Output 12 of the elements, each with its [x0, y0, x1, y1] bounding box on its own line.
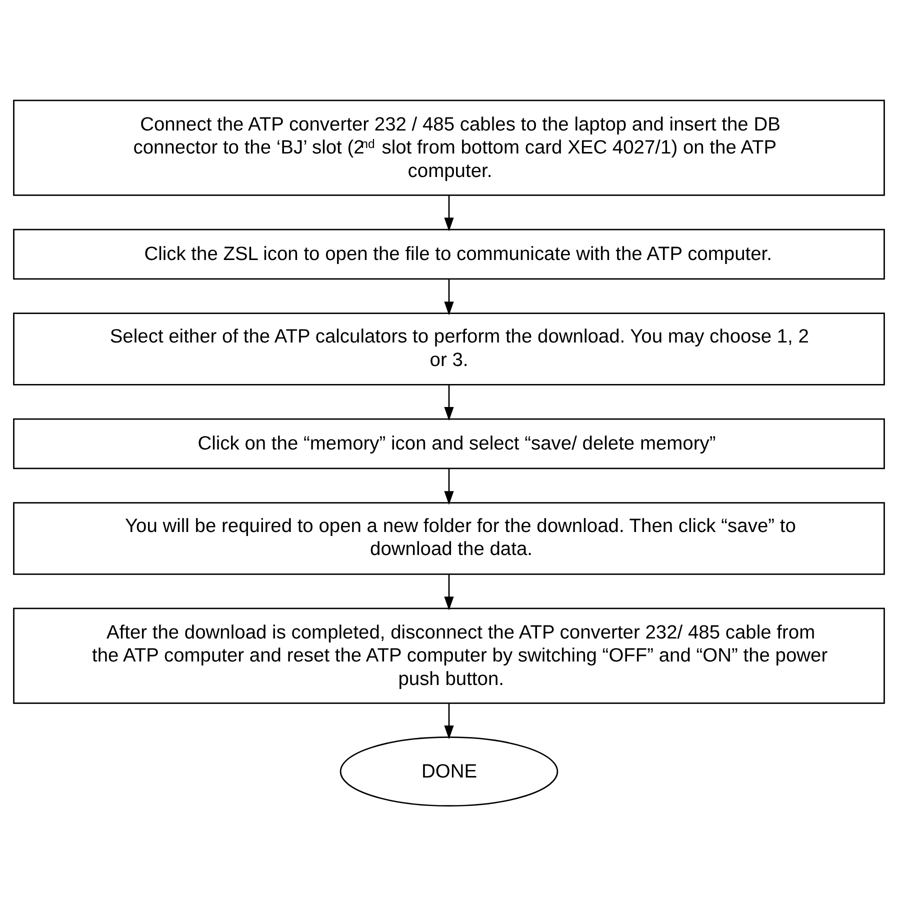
arrow: [444, 195, 454, 231]
arrow: [444, 468, 454, 504]
arrow: [444, 278, 454, 315]
arrow: [444, 703, 454, 739]
node-box: After the download is completed, disconnect the ATP converter 232/ 485 cable from the ATP computer and reset the ATP computer by switching “OFF” and “ON” the power push button.: [13, 607, 885, 704]
node-box: Select either of the ATP calculators to perform the download. You may choose 1, 2 or 3.: [13, 312, 885, 385]
node-box: You will be required to open a new folder for the download. Then click “save” to download the data.: [13, 502, 885, 574]
node-ellipse: DONE: [340, 736, 558, 806]
arrow: [444, 574, 454, 610]
node-box: Click the ZSL icon to open the file to communicate with the ATP computer.: [13, 228, 885, 280]
arrow: [444, 384, 454, 420]
node-box: Click on the “memory” icon and select “save/ delete memory”: [13, 418, 885, 469]
